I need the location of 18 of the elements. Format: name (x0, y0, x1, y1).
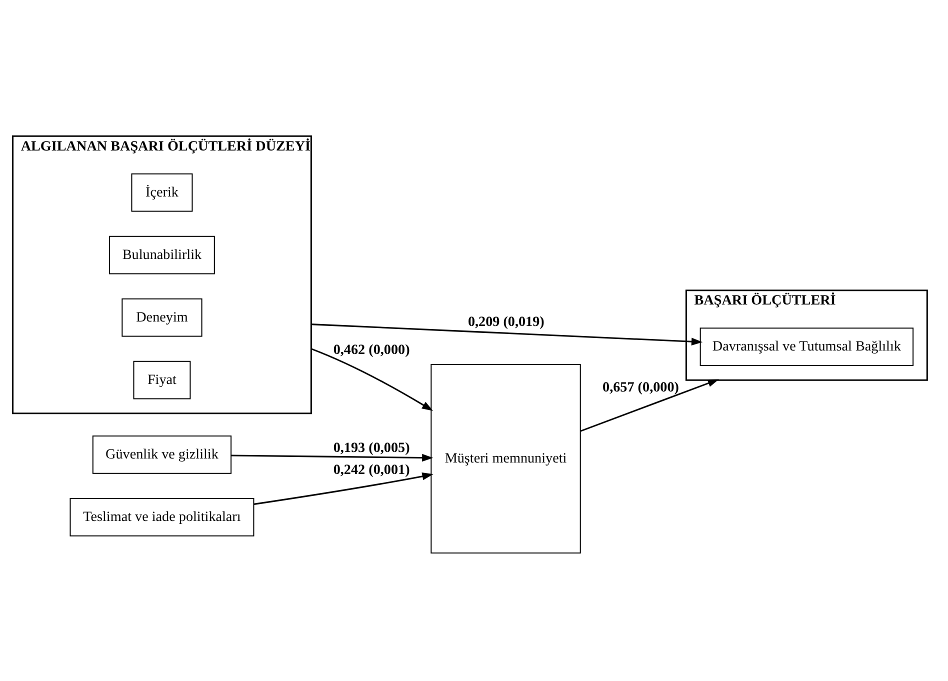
arrow (254, 472, 434, 505)
edge-label: 0,242 (0,001) (333, 462, 410, 478)
node-box: Fiyat (133, 360, 191, 400)
node-box: Bulunabilirlik (109, 236, 215, 274)
node-box: Davranışsal ve Tutumsal Bağlılık (700, 328, 914, 366)
node-box: İçerik (131, 173, 193, 212)
arrow (231, 454, 434, 462)
edge-label: 0,193 (0,005) (333, 440, 410, 456)
node-box: Teslimat ve iade politikaları (70, 498, 254, 536)
node-box: Deneyim (122, 298, 202, 337)
node-box: Müşteri memnuniyeti (430, 364, 581, 554)
edge-label: 0,657 (0,000) (602, 379, 679, 396)
edge-label: 0,462 (0,000) (333, 342, 410, 358)
arrow (311, 324, 703, 346)
arrow (310, 348, 434, 411)
edge-label: 0,209 (0,019) (468, 314, 544, 330)
arrow (580, 379, 719, 432)
node-box: Güvenlik ve gizlilik (92, 436, 232, 474)
